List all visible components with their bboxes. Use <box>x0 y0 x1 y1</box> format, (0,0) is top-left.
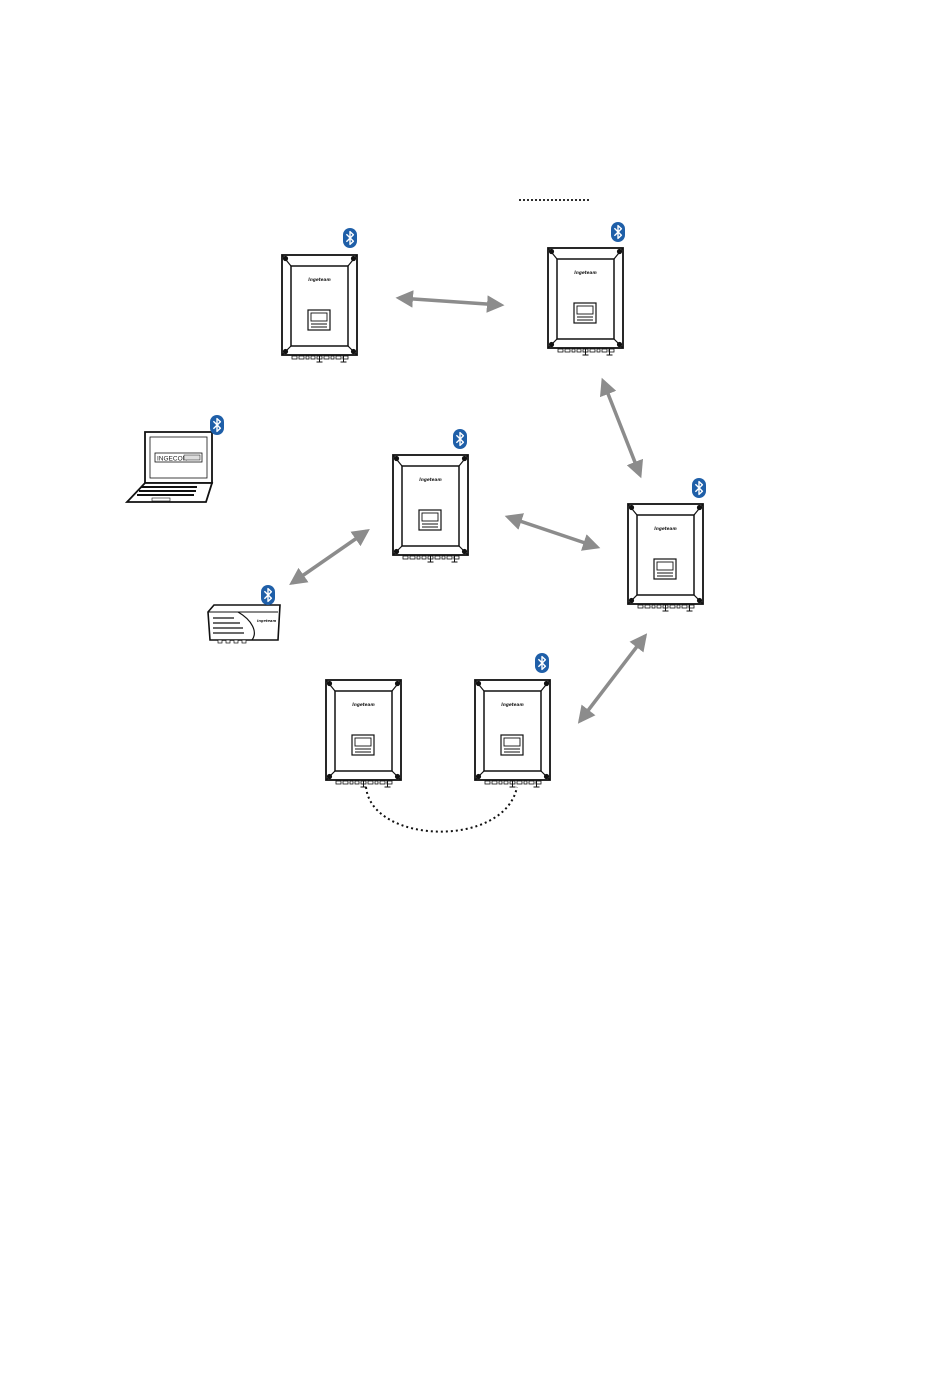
bluetooth-icon <box>343 228 357 248</box>
laptop-screen-text: INGECON <box>157 456 188 463</box>
link-inverter-1-inverter-2 <box>399 298 501 305</box>
inverter-1[interactable] <box>282 255 357 362</box>
bluetooth-icon <box>611 222 625 242</box>
link-inverter-3-inverter-4 <box>508 517 597 547</box>
inverter-4[interactable] <box>628 504 703 611</box>
link-inverter-4-inverter-6 <box>580 636 645 721</box>
link-inverter-2-inverter-4 <box>603 381 640 475</box>
wired-link-inverter-5-inverter-6 <box>366 787 517 832</box>
inverter-2[interactable] <box>548 248 623 355</box>
bluetooth-icon <box>210 415 224 435</box>
communication-box[interactable]: Ingeteam <box>208 605 280 643</box>
laptop[interactable]: INGECON <box>127 432 212 502</box>
inverter-3[interactable] <box>393 455 468 562</box>
link-inverter-3-gateway <box>292 531 367 583</box>
inverter-5[interactable] <box>326 680 401 787</box>
bluetooth-icon <box>692 478 706 498</box>
inverter-6[interactable] <box>475 680 550 787</box>
bluetooth-icon <box>453 429 467 449</box>
bluetooth-icon <box>261 585 275 605</box>
bluetooth-icon <box>535 653 549 673</box>
svg-text:Ingeteam: Ingeteam <box>257 619 276 623</box>
